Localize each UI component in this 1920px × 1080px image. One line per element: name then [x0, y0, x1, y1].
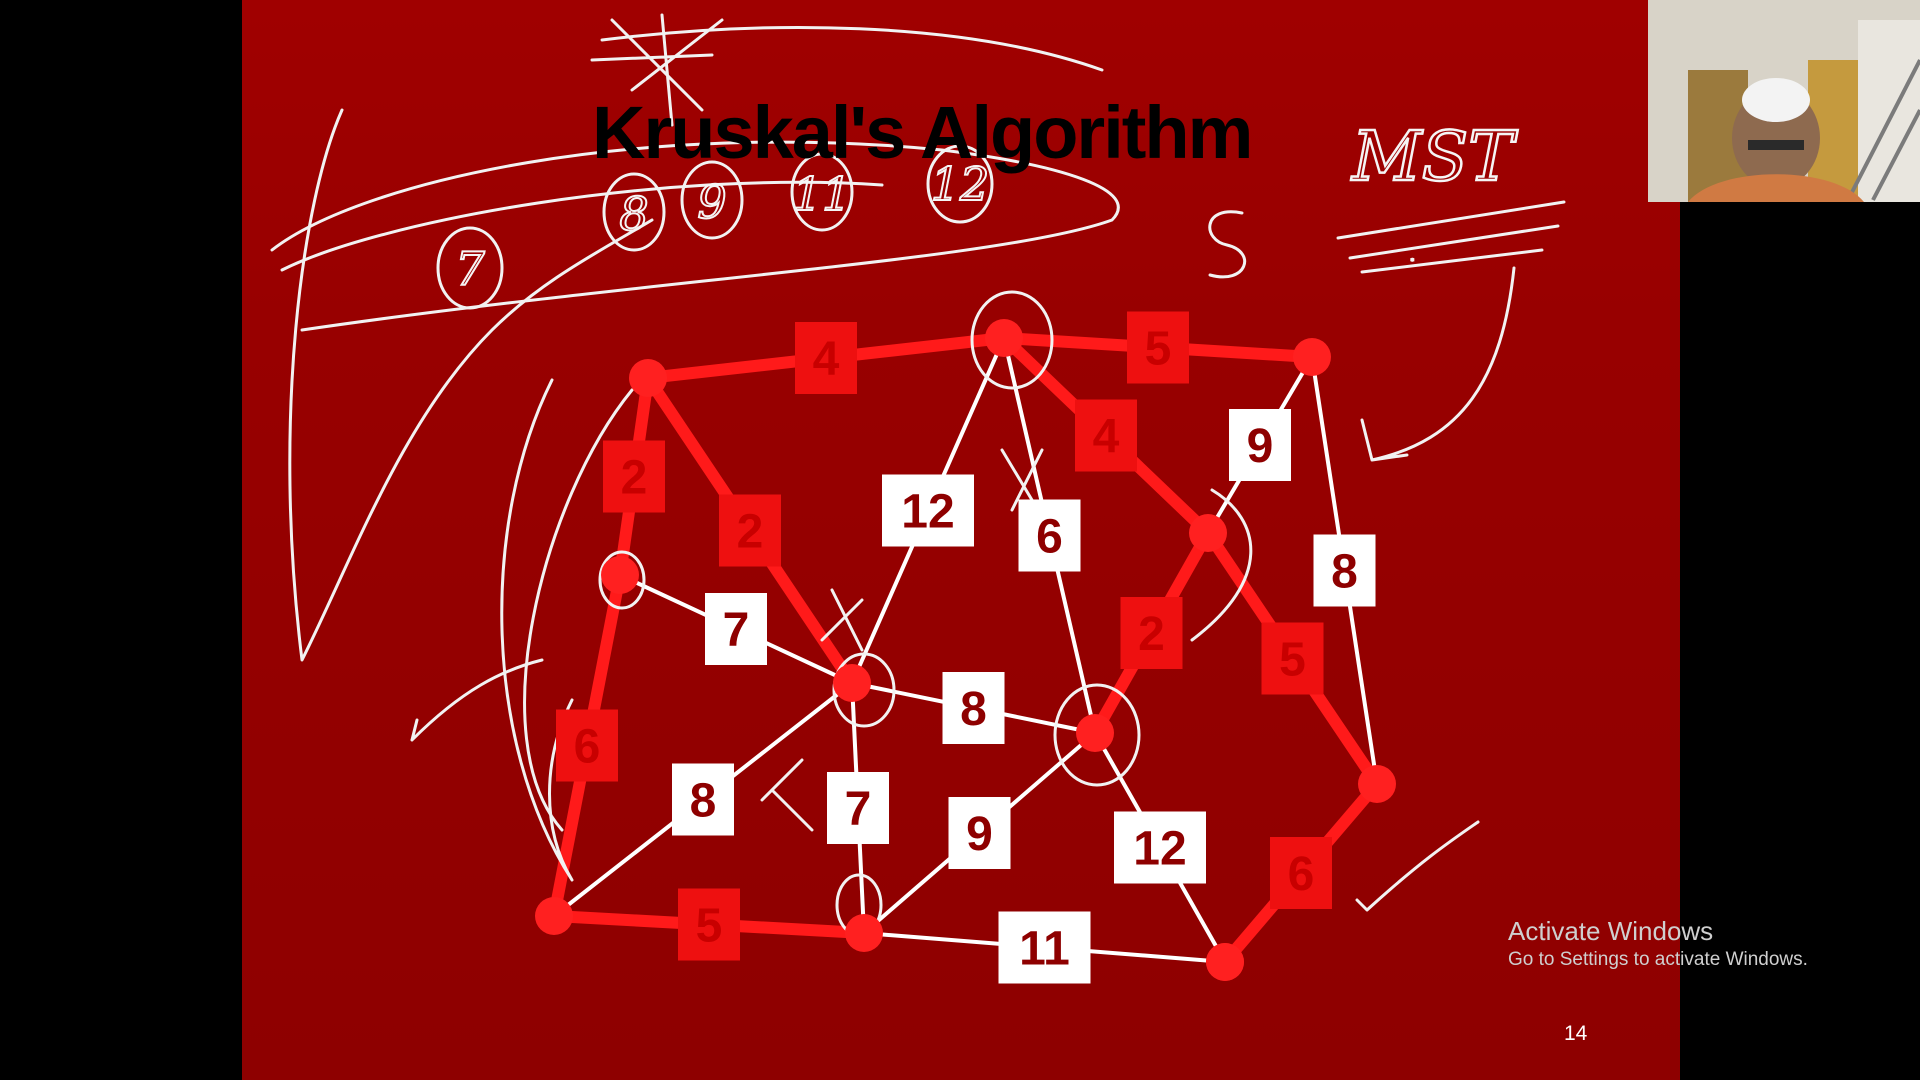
weight-box — [672, 763, 734, 836]
edge-weight-label: 6 — [1270, 837, 1332, 909]
edge-weight-label: 6 — [556, 709, 618, 782]
weight-text: 12 — [901, 486, 954, 539]
watermark-subtitle: Go to Settings to activate Windows. — [1508, 949, 1808, 970]
edge-weight-label: 5 — [1261, 622, 1324, 695]
weight-box — [603, 440, 665, 513]
weight-text: 9 — [1247, 420, 1274, 473]
graph-node — [629, 359, 667, 397]
edge-weight-label: 8 — [1313, 534, 1376, 607]
weight-box — [1018, 499, 1081, 572]
weight-box — [942, 672, 1005, 744]
handwritten-list-value: 9 — [697, 175, 726, 229]
weight-text: 7 — [723, 604, 750, 657]
handwritten-text: MST S — [1349, 117, 1520, 263]
weight-box — [1261, 622, 1324, 695]
graph-node — [845, 914, 883, 952]
weight-box — [1313, 534, 1376, 607]
weight-text: 8 — [1331, 546, 1358, 599]
weight-box — [1075, 399, 1137, 472]
weight-box — [948, 797, 1011, 869]
weight-box — [1270, 837, 1332, 909]
weight-text: 12 — [1133, 823, 1186, 876]
graph-node — [985, 319, 1023, 357]
handwritten-list-value: 11 — [793, 167, 852, 221]
handwriting-ink — [270, 13, 1566, 937]
edge-weight-label: 8 — [942, 672, 1005, 744]
edge-weight-label: 7 — [827, 772, 889, 844]
watermark-title: Activate Windows — [1508, 916, 1714, 946]
weight-text: 2 — [621, 452, 648, 505]
weight-box — [827, 772, 889, 844]
edge-weight-label: 9 — [948, 797, 1011, 869]
graph-node — [833, 664, 871, 702]
handwritten-mst: MST — [1350, 118, 1518, 197]
graph-node — [535, 897, 573, 935]
weight-text: 5 — [1279, 634, 1306, 687]
weight-box — [1120, 597, 1183, 669]
weight-text: 4 — [1093, 411, 1120, 464]
edge-weight-label: 2 — [603, 440, 665, 513]
weight-box — [1229, 409, 1291, 481]
weight-text: 2 — [1138, 608, 1165, 661]
weight-text: 11 — [1019, 923, 1070, 976]
weight-text: 9 — [966, 808, 993, 861]
graph-node — [1076, 714, 1114, 752]
edge-weight-label: 7 — [705, 593, 767, 665]
edge-weight-label: 12 — [1114, 811, 1206, 884]
graph-node — [1206, 943, 1244, 981]
edge-weight-label: 11 — [998, 911, 1091, 984]
graph-node — [601, 556, 639, 594]
edge-weight-label: 5 — [1127, 311, 1189, 384]
presenter-video-icon — [1648, 0, 1920, 202]
weight-box — [678, 888, 740, 961]
weight-text: 6 — [1288, 848, 1315, 901]
handwritten-list-value: 12 — [931, 157, 990, 211]
graph-node — [1358, 765, 1396, 803]
weight-text: 8 — [690, 775, 717, 828]
weight-text: 2 — [737, 506, 764, 559]
weight-box — [998, 911, 1091, 984]
edge-weight-label: 8 — [672, 763, 734, 836]
weight-text: 5 — [1145, 323, 1172, 376]
activate-windows-watermark: Activate Windows Go to Settings to activ… — [1508, 916, 1808, 971]
weight-text: 5 — [696, 900, 723, 953]
weight-box — [705, 593, 767, 665]
graph-node — [1293, 338, 1331, 376]
weight-text: 6 — [574, 721, 601, 774]
edge-weight-label: 4 — [1075, 399, 1137, 472]
weight-text: 6 — [1036, 511, 1063, 564]
edge-weight-label: 4 — [795, 322, 857, 394]
edge-weight-label: 9 — [1229, 409, 1291, 481]
page-number: 14 — [1564, 1022, 1588, 1045]
weight-box — [795, 322, 857, 394]
graph-nodes — [535, 319, 1396, 981]
weight-text: 7 — [845, 783, 872, 836]
handwritten-list-value: 8 — [619, 187, 648, 241]
graph-node — [1189, 514, 1227, 552]
edge-weight-label: 6 — [1018, 499, 1081, 572]
edge-weight-label: 5 — [678, 888, 740, 961]
edge-weight-label: 2 — [719, 494, 781, 567]
handwritten-s: S — [1412, 259, 1413, 261]
edge-weight-label: 2 — [1120, 597, 1183, 669]
weight-box — [1114, 811, 1206, 884]
weight-text: 4 — [813, 333, 840, 386]
weight-box — [556, 709, 618, 782]
slide-title: Kruskal's Algorithm — [592, 91, 1253, 174]
weight-box — [1127, 311, 1189, 384]
handwritten-list-value: 7 — [455, 242, 485, 296]
weight-text: 8 — [960, 683, 987, 736]
webcam-overlay — [1648, 0, 1920, 202]
weight-box — [719, 494, 781, 567]
edge-weight-label: 12 — [882, 474, 974, 547]
weight-box — [882, 474, 974, 547]
